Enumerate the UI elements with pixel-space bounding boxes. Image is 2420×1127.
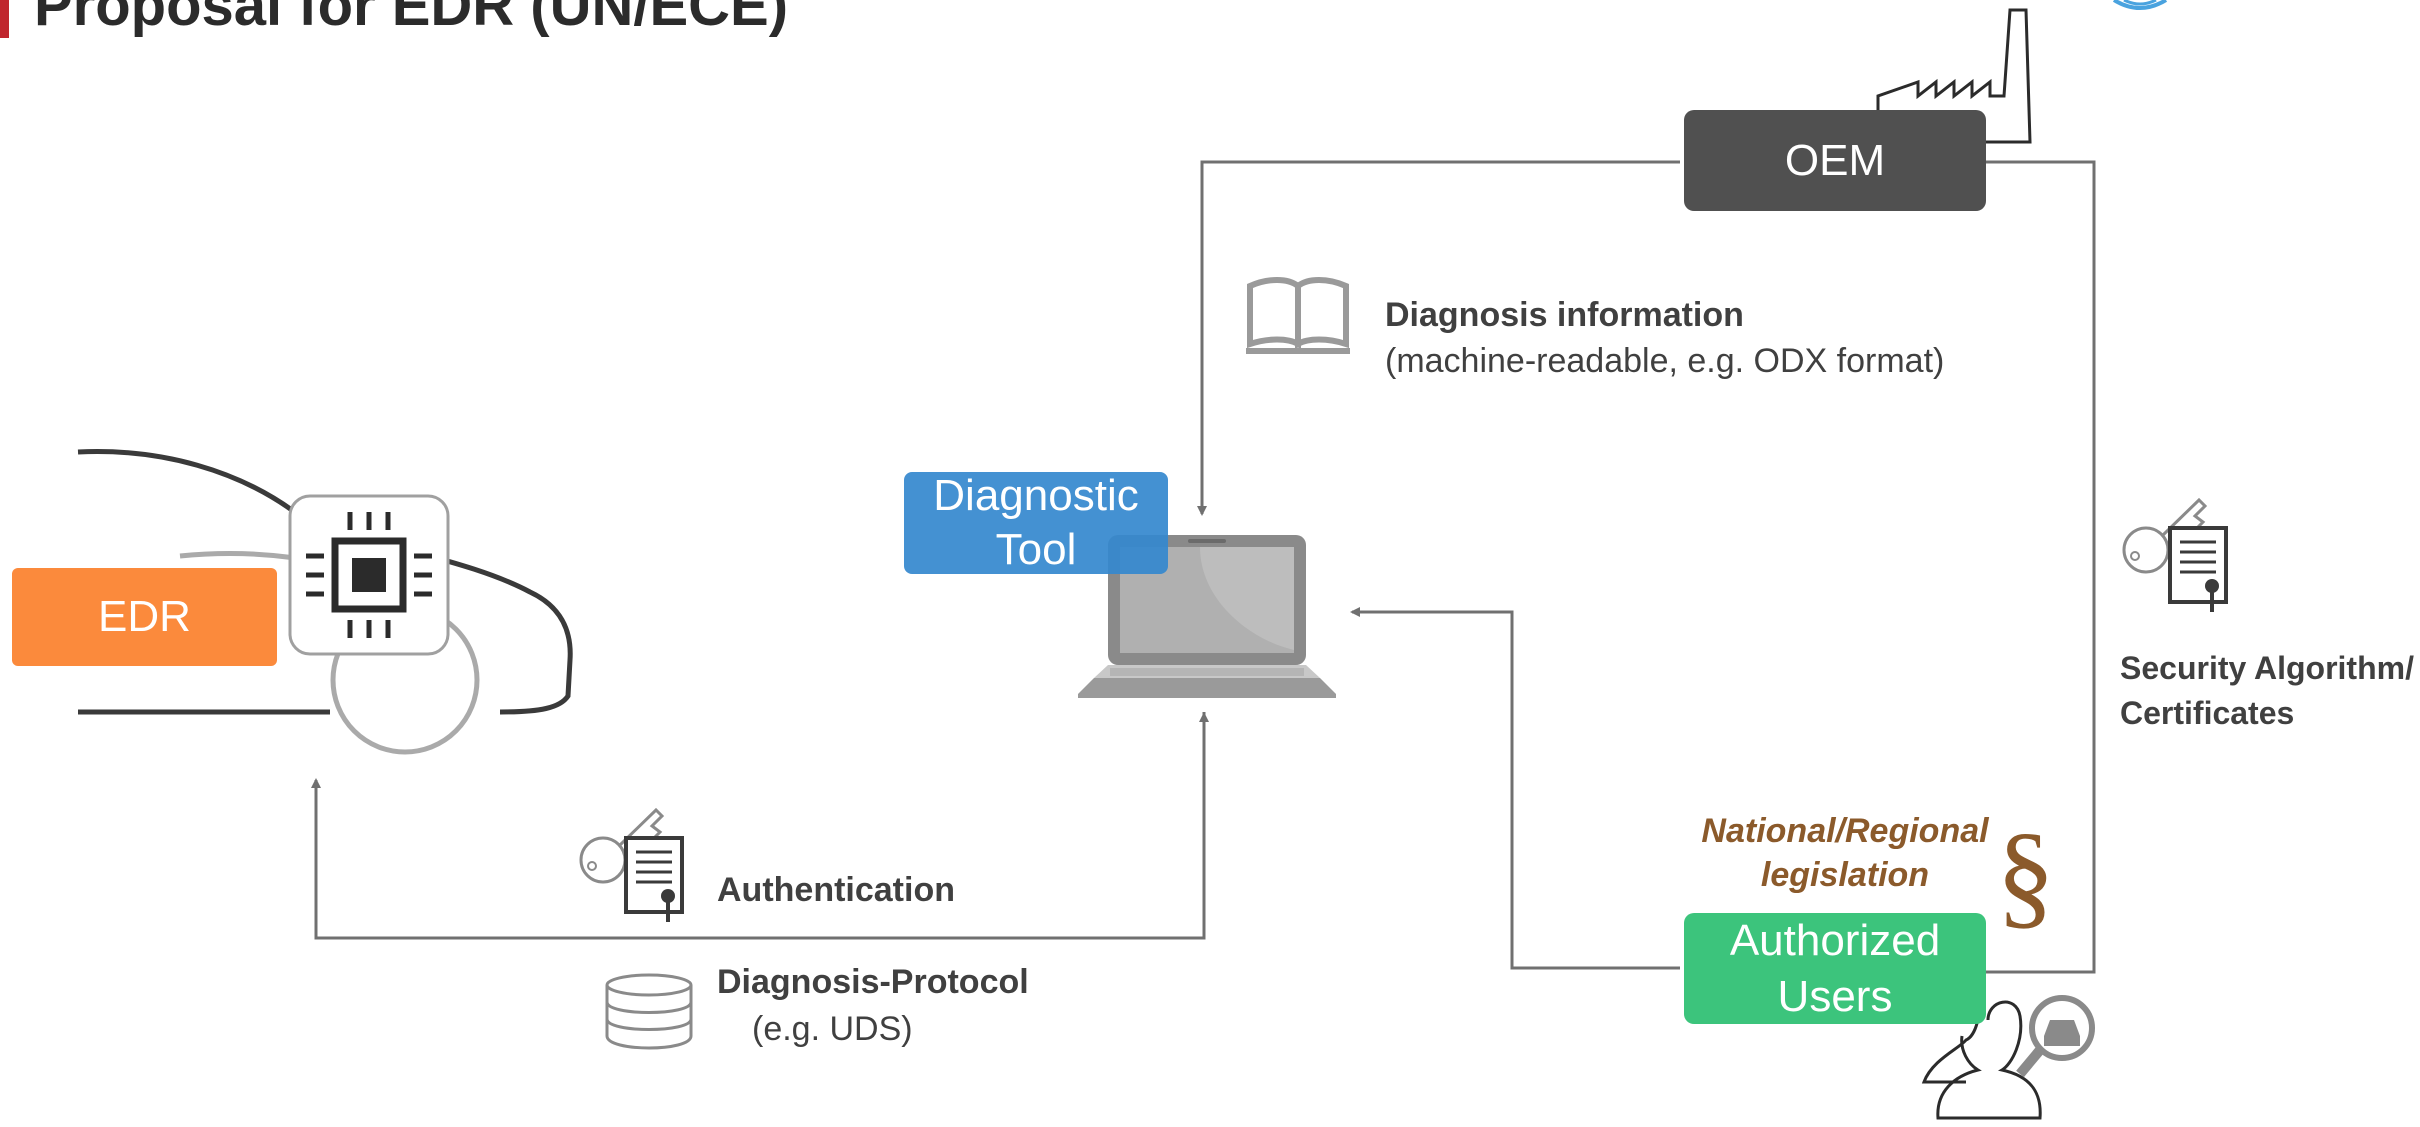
oem-to-tool-line [1197,160,1680,516]
diagnostic-tool-label-line1: Diagnostic [933,471,1139,520]
diagnostic-tool-box: Diagnostic Tool [904,471,1168,574]
book-icon [1246,277,1350,354]
diagnosis-protocol-label: Diagnosis-Protocol [717,963,1029,1001]
diagnosis-protocol-detail: (e.g. UDS) [752,1010,913,1048]
users-to-tool-line [1350,607,1680,970]
database-icon [605,973,693,1050]
factory-icon [1876,8,2032,144]
security-algorithm-label-line1: Security Algorithm/ [2120,650,2414,686]
un-logo-icon [2112,0,2168,10]
page-title: Proposal for EDR (UN/ECE) [34,0,789,38]
legislation-label-line2: legislation [1760,856,1930,894]
connector-lines [311,160,2096,974]
tool-edr-line [311,712,1206,940]
security-key-certificate-icon [2122,497,2228,612]
authorized-users-label-line1: Authorized [1729,915,1941,965]
oem-box: OEM [1684,110,1986,211]
diagnostic-tool-label-line2: Tool [995,525,1077,574]
security-algorithm-label-line2: Certificates [2120,695,2295,731]
authorized-users-box: Authorized Users [1684,913,1986,1024]
oem-to-users-line [1983,160,2096,974]
chip-icon [288,494,450,656]
key-certificate-icon [579,807,684,922]
paragraph-sign-icon: § [1996,809,2055,940]
authentication-label: Authentication [717,871,955,909]
oem-label: OEM [1784,135,1886,185]
diagnosis-information-label: Diagnosis information [1385,296,1744,334]
edr-box: EDR [12,568,277,666]
authorized-users-label-line2: Users [1777,971,1893,1021]
diagnosis-information-detail: (machine-readable, e.g. ODX format) [1385,342,1945,380]
legislation-label-line1: National/Regional [1701,812,1989,850]
title-accent-bar [0,0,9,38]
edr-label: EDR [98,592,191,641]
